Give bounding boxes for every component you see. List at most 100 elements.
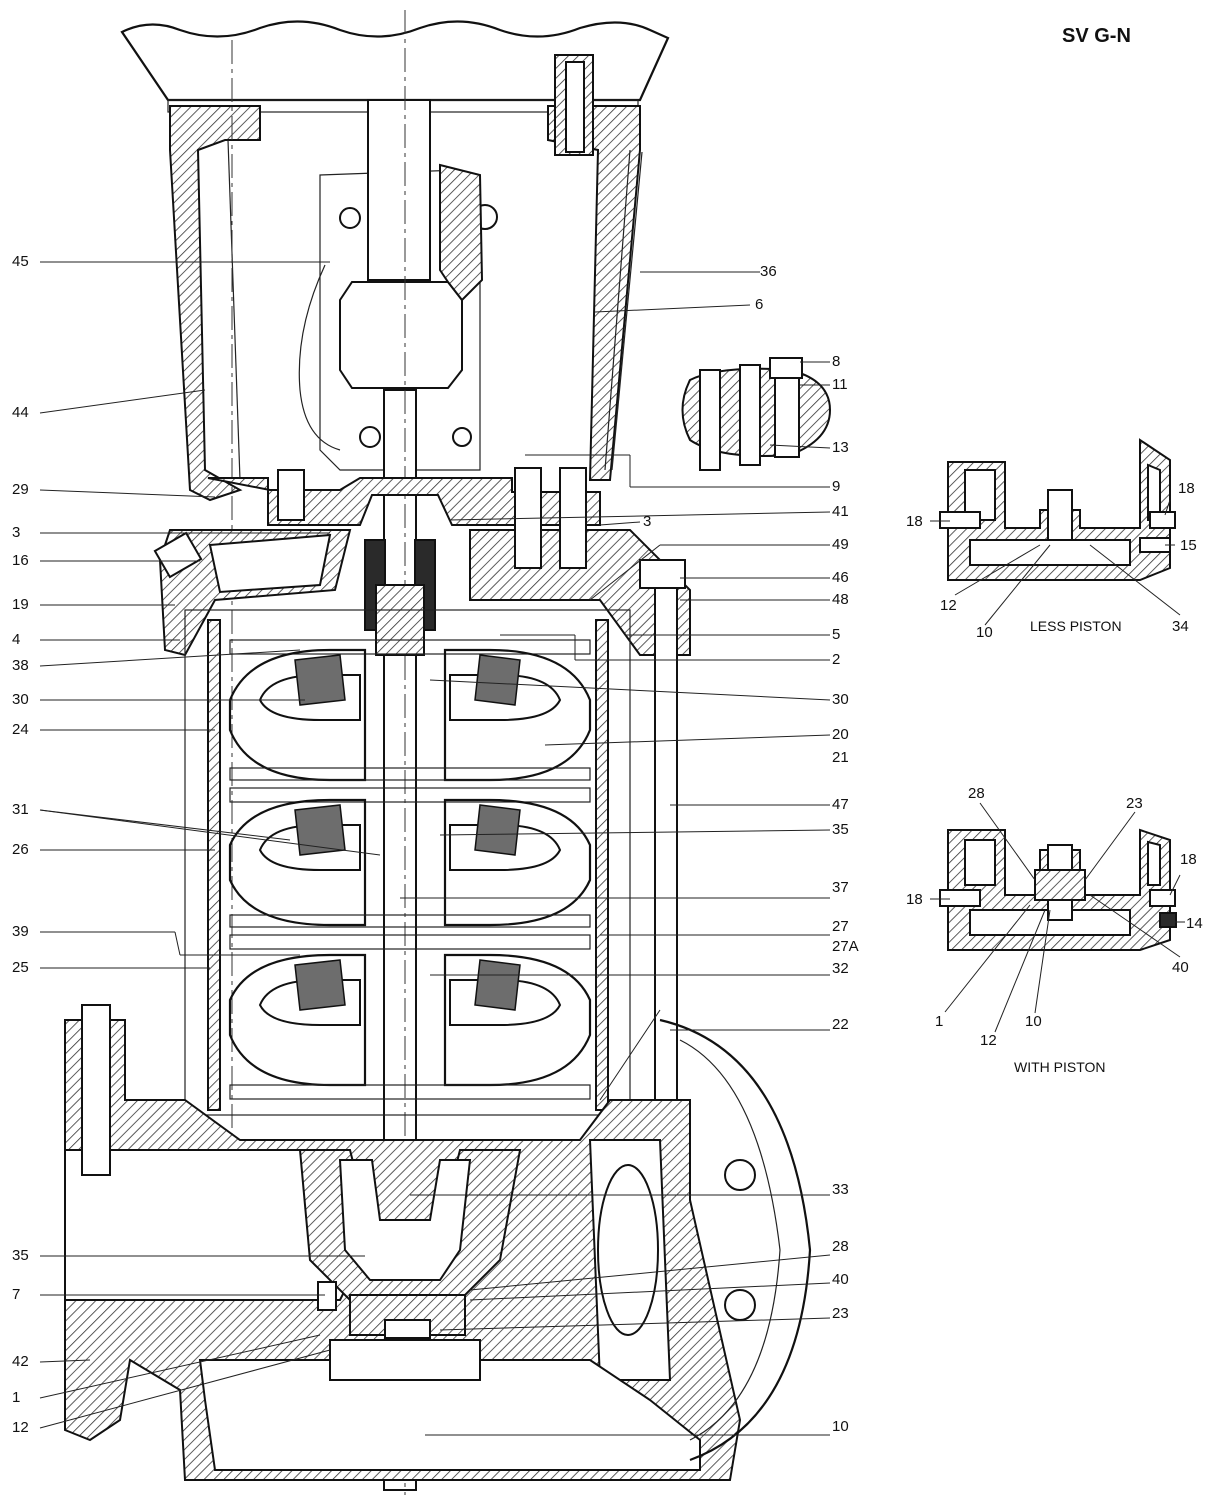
callout-40: 40 [832,1271,849,1288]
bottom-bush [384,1319,431,1339]
main-section-view [64,10,812,1495]
callout-47: 47 [832,796,849,813]
bracket-screw-4 [452,427,472,447]
callout-29: 29 [12,481,29,498]
callout-9: 9 [832,478,840,495]
outer-sleeve [184,609,631,1116]
motor-stool-right [547,105,641,481]
inset-less-piston [939,438,1176,581]
wp-callout-10: 10 [1025,1013,1042,1030]
motor-stool-left-rib [227,139,241,481]
sleeve-wall-left [207,619,221,1111]
motor-stool-left [169,105,261,502]
stage-3 [228,934,592,1100]
wp-callout-18-left: 18 [906,891,923,908]
bracket-screw-3 [359,426,381,448]
motor-stool-right-rib [604,149,631,471]
stool-bolt-head [565,61,585,153]
head-bolt-1 [277,469,305,521]
with-piston-callouts: 28 23 18 18 14 40 1 10 12 [906,785,1203,1049]
seal-sleeve [375,584,425,656]
motor-body [120,20,670,102]
callout-3-left: 3 [12,524,20,541]
callout-20: 20 [832,726,849,743]
callout-27a: 27A [832,938,859,955]
callout-49: 49 [832,536,849,553]
callout-44: 44 [12,404,29,421]
wp-callout-23: 23 [1126,795,1143,812]
callout-30-left: 30 [12,691,29,708]
wp-callout-28: 28 [968,785,985,802]
callout-19: 19 [12,596,29,613]
callout-5: 5 [832,626,840,643]
bracket-screw-1 [339,207,361,229]
callout-36: 36 [760,263,777,280]
callout-22: 22 [832,1016,849,1033]
coupling-hatch [439,163,484,302]
right-callouts: 36 6 8 11 13 9 41 3 49 46 48 5 2 30 20 2… [643,263,859,1435]
motor-shaft [367,99,431,281]
inlet-bowl-inner [338,1159,472,1281]
head-inner-left [208,533,332,594]
wp-callout-12: 12 [980,1032,997,1049]
sleeve-wall-right [595,619,609,1111]
callout-27: 27 [832,918,849,935]
callout-2: 2 [832,651,840,668]
caption-with-piston: WITH PISTON [1014,1059,1106,1075]
coupling-half [339,281,463,389]
less-piston-callouts: 18 18 15 12 10 34 [906,480,1197,641]
callout-46: 46 [832,569,849,586]
callout-35-left: 35 [12,1247,29,1264]
flange-hole-2 [724,1289,756,1321]
callout-35-right: 35 [832,821,849,838]
callout-10: 10 [832,1418,849,1435]
tie-rod-nut-top [639,559,686,589]
callout-48: 48 [832,591,849,608]
callout-16: 16 [12,552,29,569]
callout-31: 31 [12,801,29,818]
delivery-port [597,1164,659,1336]
lp-callout-12: 12 [940,597,957,614]
callout-42: 42 [12,1353,29,1370]
callout-21: 21 [832,749,849,766]
callout-4: 4 [12,631,20,648]
callout-23: 23 [832,1305,849,1322]
left-callouts: 45 44 29 3 16 19 4 38 30 24 31 26 39 25 … [12,253,29,1436]
callout-6: 6 [755,296,763,313]
wp-callout-1: 1 [935,1013,943,1030]
callout-45: 45 [12,253,29,270]
callout-39: 39 [12,923,29,940]
callout-11: 11 [832,376,848,393]
drain-screw [317,1281,337,1311]
bearing-housing [329,1339,481,1381]
callout-30-right: 30 [832,691,849,708]
callout-41: 41 [832,503,849,520]
coupling-detail [681,357,832,471]
caption-less-piston: LESS PISTON [1030,618,1122,634]
wp-callout-40: 40 [1172,959,1189,976]
lp-callout-15: 15 [1180,537,1197,554]
cable-loop [298,264,341,451]
callout-13: 13 [832,439,849,456]
lp-callout-34: 34 [1172,618,1189,635]
wp-callout-18-right: 18 [1180,851,1197,868]
callout-38: 38 [12,657,29,674]
callout-32: 32 [832,960,849,977]
lp-callout-18-right: 18 [1178,480,1195,497]
callout-25: 25 [12,959,29,976]
callout-12-left: 12 [12,1419,29,1436]
vent-plug [153,531,203,579]
callout-7: 7 [12,1286,20,1303]
stage-1 [228,639,592,782]
callout-3-right: 3 [643,513,651,530]
lp-callout-10: 10 [976,624,993,641]
wp-callout-14: 14 [1186,915,1203,932]
stage-2 [228,787,592,928]
callout-28: 28 [832,1238,849,1255]
callout-33: 33 [832,1181,849,1198]
callout-24: 24 [12,721,29,738]
drawing-title: SV G-N [1062,25,1131,47]
inset-with-piston [939,828,1177,951]
